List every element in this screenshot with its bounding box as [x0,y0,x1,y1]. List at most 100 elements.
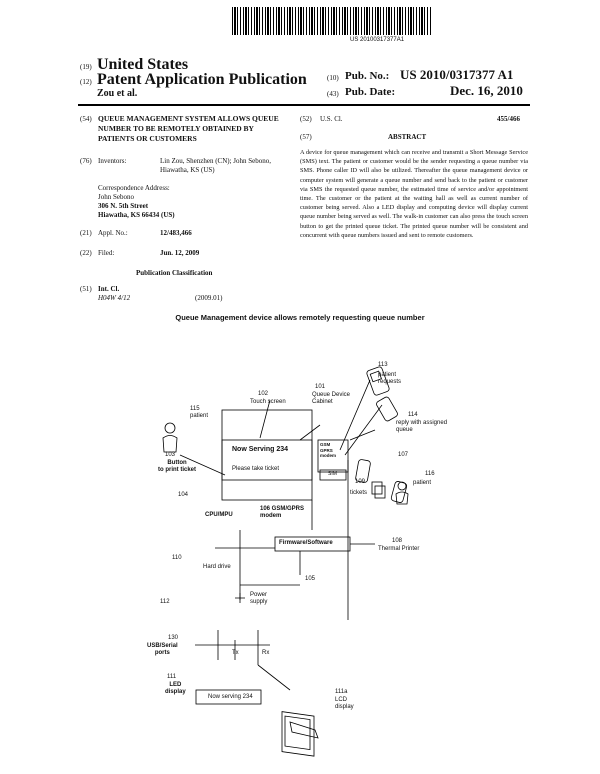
label-lcd-display: LCD display [335,697,354,710]
pub-date: Dec. 16, 2010 [450,83,523,98]
label-106: 106 GSM/GPRS modem [260,506,305,519]
pub-date-code: (43) [327,90,339,98]
inventor-short: Zou et al. [97,88,138,99]
label-101: 101 [315,384,326,390]
label-tx: Tx [232,650,239,656]
figure-caption: Queue Management device allows remotely … [175,313,425,322]
barcode-number: US 20100317377A1 [350,37,405,43]
label-usb: USB/Serial ports [147,643,178,656]
label-rx: Rx [262,650,270,656]
country: United States [97,56,189,73]
header-rule [78,104,530,106]
filed-date: Jun. 12, 2009 [160,249,200,257]
pub-no-code: (10) [327,74,339,82]
label-113: 113 [378,362,388,368]
intcl-value: H04W 4/12 [98,294,131,302]
appl-label: Appl. No.: [98,229,128,237]
appl-no: 12/483,466 [160,229,192,237]
label-gsm-box: GSM GPRS modem [320,442,337,458]
reply-line [349,429,376,441]
led-now-serving: Now serving 234 [208,694,253,700]
inventors-code: (76) [80,157,92,165]
label-110: 110 [172,555,182,561]
request-line [344,404,383,456]
pub-class-heading: Publication Classification [136,269,213,277]
ticket-icon [371,481,386,499]
label-thermal: Thermal Printer [378,546,420,552]
request-line [339,379,371,451]
button-leader [179,454,226,476]
touch-screen-panel [221,439,313,481]
label-queue-device: Queue Device Cabinet [312,392,351,405]
uscl-code: (52) [300,115,312,123]
inventors-label: Inventors: [98,157,127,165]
label-patient-b: patient [413,480,432,486]
label-112: 112 [160,599,170,605]
patent-title: QUEUE MANAGEMENT SYSTEM ALLOWS QUEUE NUM… [98,114,279,143]
patient-icon [162,422,178,453]
label-111: 111 [167,674,177,680]
corr-city: Hiawatha, KS 66434 (US) [98,211,175,219]
label-button: Button to print ticket [158,460,197,473]
label-107: 107 [398,452,409,458]
phone-icon [390,481,408,503]
pub-no-label: Pub. No.: [345,70,390,82]
intcl-code: (51) [80,285,92,293]
label-103: 103 [165,452,176,458]
pub-no: US 2010/0317377 A1 [400,67,514,82]
corr-name: John Sebono [98,193,134,201]
phone-icon [376,396,398,422]
title-code: (54) [80,115,92,123]
label-104: 104 [178,492,189,498]
label-hard-drive: Hard drive [203,564,231,570]
label-130: 130 [168,635,179,641]
filed-code: (22) [80,249,92,257]
screen-now-serving: Now Serving 234 [232,446,289,453]
sim-slot [319,469,347,481]
label-102: 102 [258,391,269,397]
label-114: 114 [408,412,418,418]
label-108: 108 [392,538,403,544]
corr-label: Correspondence Address: [98,184,170,192]
label-111a: 111a [335,689,348,695]
label-cpu: CPU/MPU [205,512,233,518]
label-patient-requests: patient requests [378,372,402,385]
phone-icon [366,366,390,396]
label-tickets: tickets [350,490,368,496]
patient-icon [395,481,409,505]
touch-screen-leader [259,399,271,439]
pub-date-label: Pub. Date: [345,86,396,98]
doc-type: Patent Application Publication [97,71,307,88]
abstract-code: (57) [300,133,312,141]
abstract-heading: ABSTRACT [388,133,427,141]
label-firmware: Firmware/Software [279,540,333,546]
gsm-modem-box [317,439,349,473]
intcl-label: Int. Cl. [98,285,120,293]
uscl-label: U.S. Cl. [320,115,343,123]
phone-icon [355,459,371,483]
doc-type-code: (12) [80,78,92,86]
label-116: 116 [425,471,435,477]
barcode [232,7,432,35]
abstract-text: A device for queue management which can … [300,149,528,239]
label-sim: SIM [328,471,337,477]
inventors: Lin Zou, Shenzhen (CN); John Sebono, Hia… [160,157,272,174]
label-led-display: LED display [165,682,186,695]
appl-code: (21) [80,229,92,237]
cabinet-leader [299,424,321,441]
label-105: 105 [305,576,316,582]
label-115: 115 [190,406,200,412]
led-display-panel [195,689,262,705]
screen-please-take: Please take ticket [232,466,280,472]
label-reply: reply with assigned queue [396,420,448,433]
intcl-year: (2009.01) [195,294,223,302]
corr-street: 306 N. 5th Street [98,202,149,210]
label-patient-a: patient [190,413,209,419]
lcd-monitor-icon [281,711,319,757]
queue-device-cabinet [221,409,313,501]
label-power: Power supply [250,592,268,605]
filed-label: Filed: [98,249,115,257]
label-109: 109 [355,479,366,485]
uscl-value: 455/466 [497,115,520,123]
